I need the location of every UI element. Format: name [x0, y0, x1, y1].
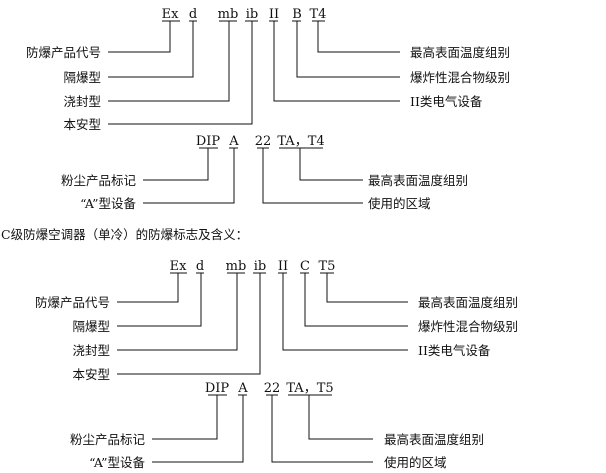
label-group-ii: II类电气设备	[410, 94, 483, 109]
dust-code-dip: DIP	[196, 134, 221, 149]
diagram-1: Ex d mb ib II B T4 防爆产品代号 隔爆型 浇封型 本安型 最高…	[26, 7, 510, 211]
diagram-2: Ex d mb ib II C T5 防爆产品代号 隔爆型 浇封型 本安型 最高…	[35, 259, 518, 470]
dust-code-zone: 22	[255, 134, 272, 149]
dust-code-temp: TA，T4	[277, 134, 324, 149]
code-ex: Ex	[162, 7, 179, 22]
label-group-ii: II类电气设备	[418, 343, 491, 358]
code-temp-class: T4	[310, 7, 327, 22]
code-d: d	[196, 259, 204, 274]
code-ib: ib	[246, 7, 258, 22]
label-gas-class: 爆炸性混合物级别	[410, 70, 510, 85]
dust-code-temp: TA，T5	[286, 381, 333, 396]
label-encapsulation: 浇封型	[63, 94, 101, 109]
connector-lines	[108, 21, 400, 125]
label-dust-temp: 最高表面温度组别	[368, 173, 468, 188]
label-zone: 使用的区域	[368, 196, 431, 211]
dust-code-a: A	[228, 134, 239, 149]
code-group: II	[269, 7, 279, 22]
dust-code-zone: 22	[264, 381, 281, 396]
code-mb: mb	[226, 259, 247, 274]
section-title: C级防爆空调器（单冷）的防爆标志及含义：	[1, 227, 248, 242]
label-dust-temp: 最高表面温度组别	[384, 432, 484, 447]
code-group: II	[278, 259, 288, 274]
label-product-code: 防爆产品代号	[26, 45, 101, 60]
label-type-a: “A”型设备	[80, 196, 136, 211]
code-gas-class: B	[292, 7, 302, 22]
label-temp-class: 最高表面温度组别	[418, 295, 518, 310]
dust-code-a: A	[237, 381, 248, 396]
label-product-code: 防爆产品代号	[35, 295, 110, 310]
code-mb: mb	[218, 7, 239, 22]
label-intrinsic-safety: 本安型	[63, 117, 101, 132]
label-dust-mark: 粉尘产品标记	[61, 173, 137, 188]
code-ib: ib	[254, 259, 266, 274]
dust-connector-lines	[143, 147, 363, 204]
dust-connector-lines	[152, 394, 373, 463]
code-temp-class: T5	[319, 259, 336, 274]
code-ex: Ex	[170, 259, 187, 274]
label-intrinsic-safety: 本安型	[72, 367, 110, 382]
label-temp-class: 最高表面温度组别	[410, 45, 510, 60]
code-gas-class: C	[300, 259, 310, 274]
label-gas-class: 爆炸性混合物级别	[418, 319, 518, 334]
label-flameproof: 隔爆型	[63, 70, 101, 85]
label-flameproof: 隔爆型	[72, 319, 110, 334]
connector-lines	[117, 273, 408, 375]
code-d: d	[189, 7, 197, 22]
label-type-a: “A”型设备	[89, 455, 145, 470]
label-dust-mark: 粉尘产品标记	[70, 432, 146, 447]
dust-code-dip: DIP	[205, 381, 230, 396]
label-encapsulation: 浇封型	[72, 343, 110, 358]
label-zone: 使用的区域	[384, 455, 447, 470]
